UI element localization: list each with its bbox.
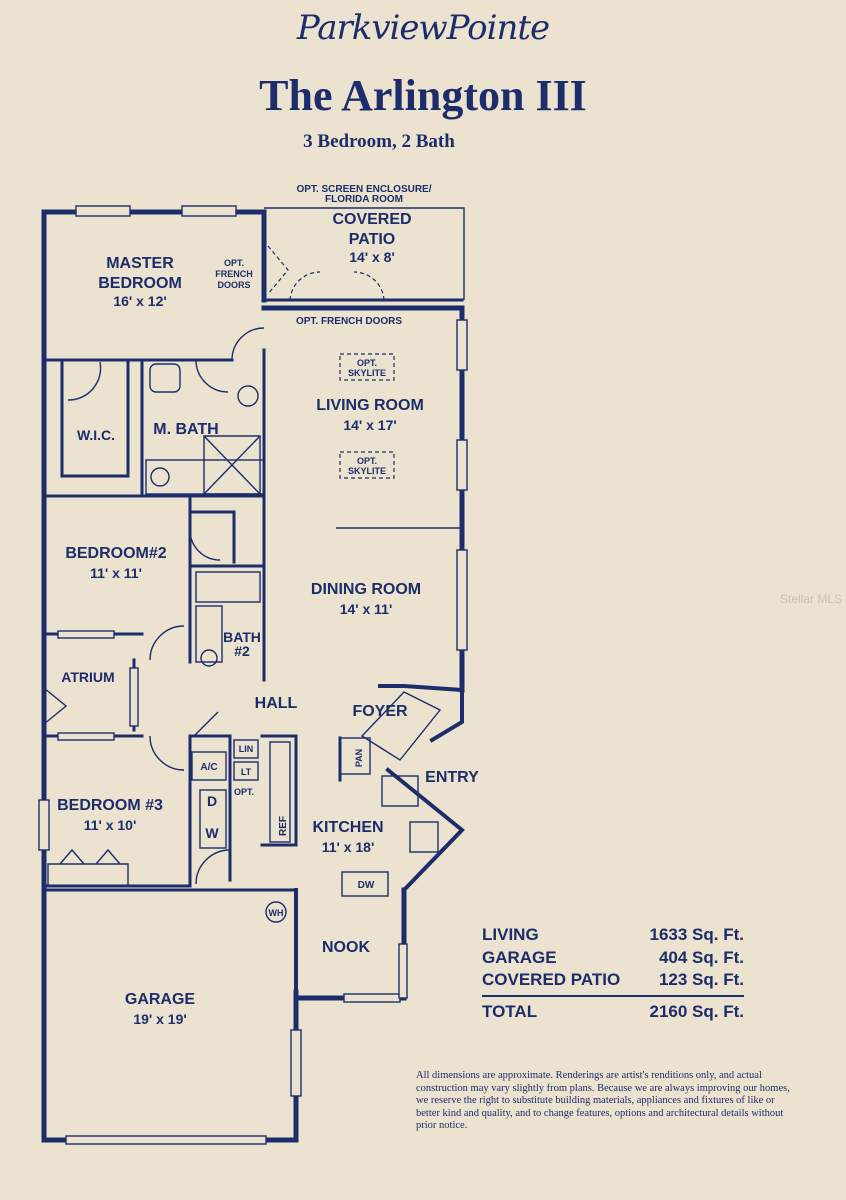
area-value: 123 Sq. Ft.	[658, 970, 744, 989]
bath-2-label-1: BATH	[223, 629, 261, 645]
living-room-dims: 14' x 17'	[343, 417, 396, 433]
area-label: GARAGE	[482, 947, 557, 967]
dining-room-name: DINING ROOM	[311, 581, 421, 598]
master-bedroom-name-1: MASTER	[106, 255, 174, 272]
area-summary-table: LIVING 1633 Sq. Ft. GARAGE 404 Sq. Ft. C…	[482, 924, 744, 1023]
room-labels: OPT. SCREEN ENCLOSURE/ FLORIDA ROOM COVE…	[57, 184, 479, 1027]
patio-name-1: COVERED	[332, 211, 411, 228]
bed-bath-subtitle: 3 Bedroom, 2 Bath	[303, 131, 455, 152]
patio-dims: 14' x 8'	[349, 249, 395, 265]
screen-enclosure-label-1: OPT. SCREEN ENCLOSURE/	[296, 184, 431, 195]
area-row-living: LIVING 1633 Sq. Ft.	[482, 924, 744, 947]
disclaimer-text: All dimensions are approximate. Renderin…	[416, 1070, 790, 1131]
skylite-2-label-1: OPT.	[357, 456, 377, 466]
patio-name-2: PATIO	[349, 231, 396, 248]
living-room-name: LIVING ROOM	[316, 397, 424, 414]
opt-french-doors-label-3: DOORS	[217, 280, 250, 290]
entry-label: ENTRY	[425, 769, 479, 786]
dryer-label: D	[207, 793, 217, 809]
dishwasher-label: DW	[358, 880, 375, 891]
bedroom-2-dims: 11' x 11'	[90, 565, 142, 581]
model-title: The Arlington III	[259, 71, 587, 120]
hall-label: HALL	[255, 695, 298, 712]
bedroom-2-name: BEDROOM#2	[65, 545, 166, 562]
bath-2-label-2: #2	[234, 643, 250, 659]
kitchen-dims: 11' x 18'	[322, 839, 375, 855]
covered-patio-outline	[262, 207, 465, 302]
total-value: 2160 Sq. Ft.	[649, 1001, 744, 1021]
opt-french-doors-top-label: OPT. FRENCH DOORS	[296, 316, 402, 327]
area-row-total: TOTAL 2160 Sq. Ft.	[482, 1001, 744, 1024]
master-bath-label: M. BATH	[153, 421, 218, 438]
lt-label: LT	[241, 767, 252, 777]
pantry-label: PAN	[354, 749, 364, 767]
total-label: TOTAL	[482, 1001, 538, 1021]
opt-small-label: OPT.	[234, 787, 254, 797]
kitchen-name: KITCHEN	[312, 819, 383, 836]
area-value: 1633 Sq. Ft.	[649, 925, 744, 944]
ac-label: A/C	[200, 762, 217, 773]
dining-room-dims: 14' x 11'	[340, 601, 393, 617]
screen-enclosure-label-2: FLORIDA ROOM	[325, 194, 403, 205]
total-divider	[482, 994, 744, 997]
skylite-1-label-2: SKYLITE	[348, 368, 386, 378]
atrium-label: ATRIUM	[61, 669, 114, 685]
water-heater-label: WH	[269, 908, 284, 918]
wic-label: W.I.C.	[77, 427, 115, 443]
area-label: COVERED PATIO	[482, 970, 621, 989]
bedroom-3-dims: 11' x 10'	[84, 817, 137, 833]
area-row-covered-patio: COVERED PATIO 123 Sq. Ft.	[482, 969, 744, 992]
fixtures	[47, 353, 462, 923]
door-swings	[43, 245, 385, 885]
linen-label: LIN	[239, 744, 254, 754]
bedroom-3-name: BEDROOM #3	[57, 797, 163, 814]
opt-french-doors-label-1: OPT.	[224, 258, 244, 268]
skylite-1-label-1: OPT.	[357, 358, 377, 368]
refrigerator-label: REF	[278, 816, 289, 836]
area-value: 404 Sq. Ft.	[658, 947, 744, 967]
windows	[38, 205, 468, 1145]
garage-name: GARAGE	[125, 991, 196, 1008]
foyer-label: FOYER	[352, 703, 408, 720]
area-row-garage: GARAGE 404 Sq. Ft.	[482, 947, 744, 970]
washer-label: W	[205, 825, 219, 841]
skylite-2-label-2: SKYLITE	[348, 466, 386, 476]
master-bedroom-name-2: BEDROOM	[98, 275, 182, 292]
opt-french-doors-label-2: FRENCH	[215, 269, 253, 279]
garage-dims: 19' x 19'	[133, 1011, 186, 1027]
brand-logo: ParkviewPointe	[296, 8, 550, 48]
area-label: LIVING	[482, 925, 539, 944]
nook-label: NOOK	[322, 939, 370, 956]
watermark: Stellar MLS	[780, 592, 843, 606]
master-bedroom-dims: 16' x 12'	[113, 293, 166, 309]
